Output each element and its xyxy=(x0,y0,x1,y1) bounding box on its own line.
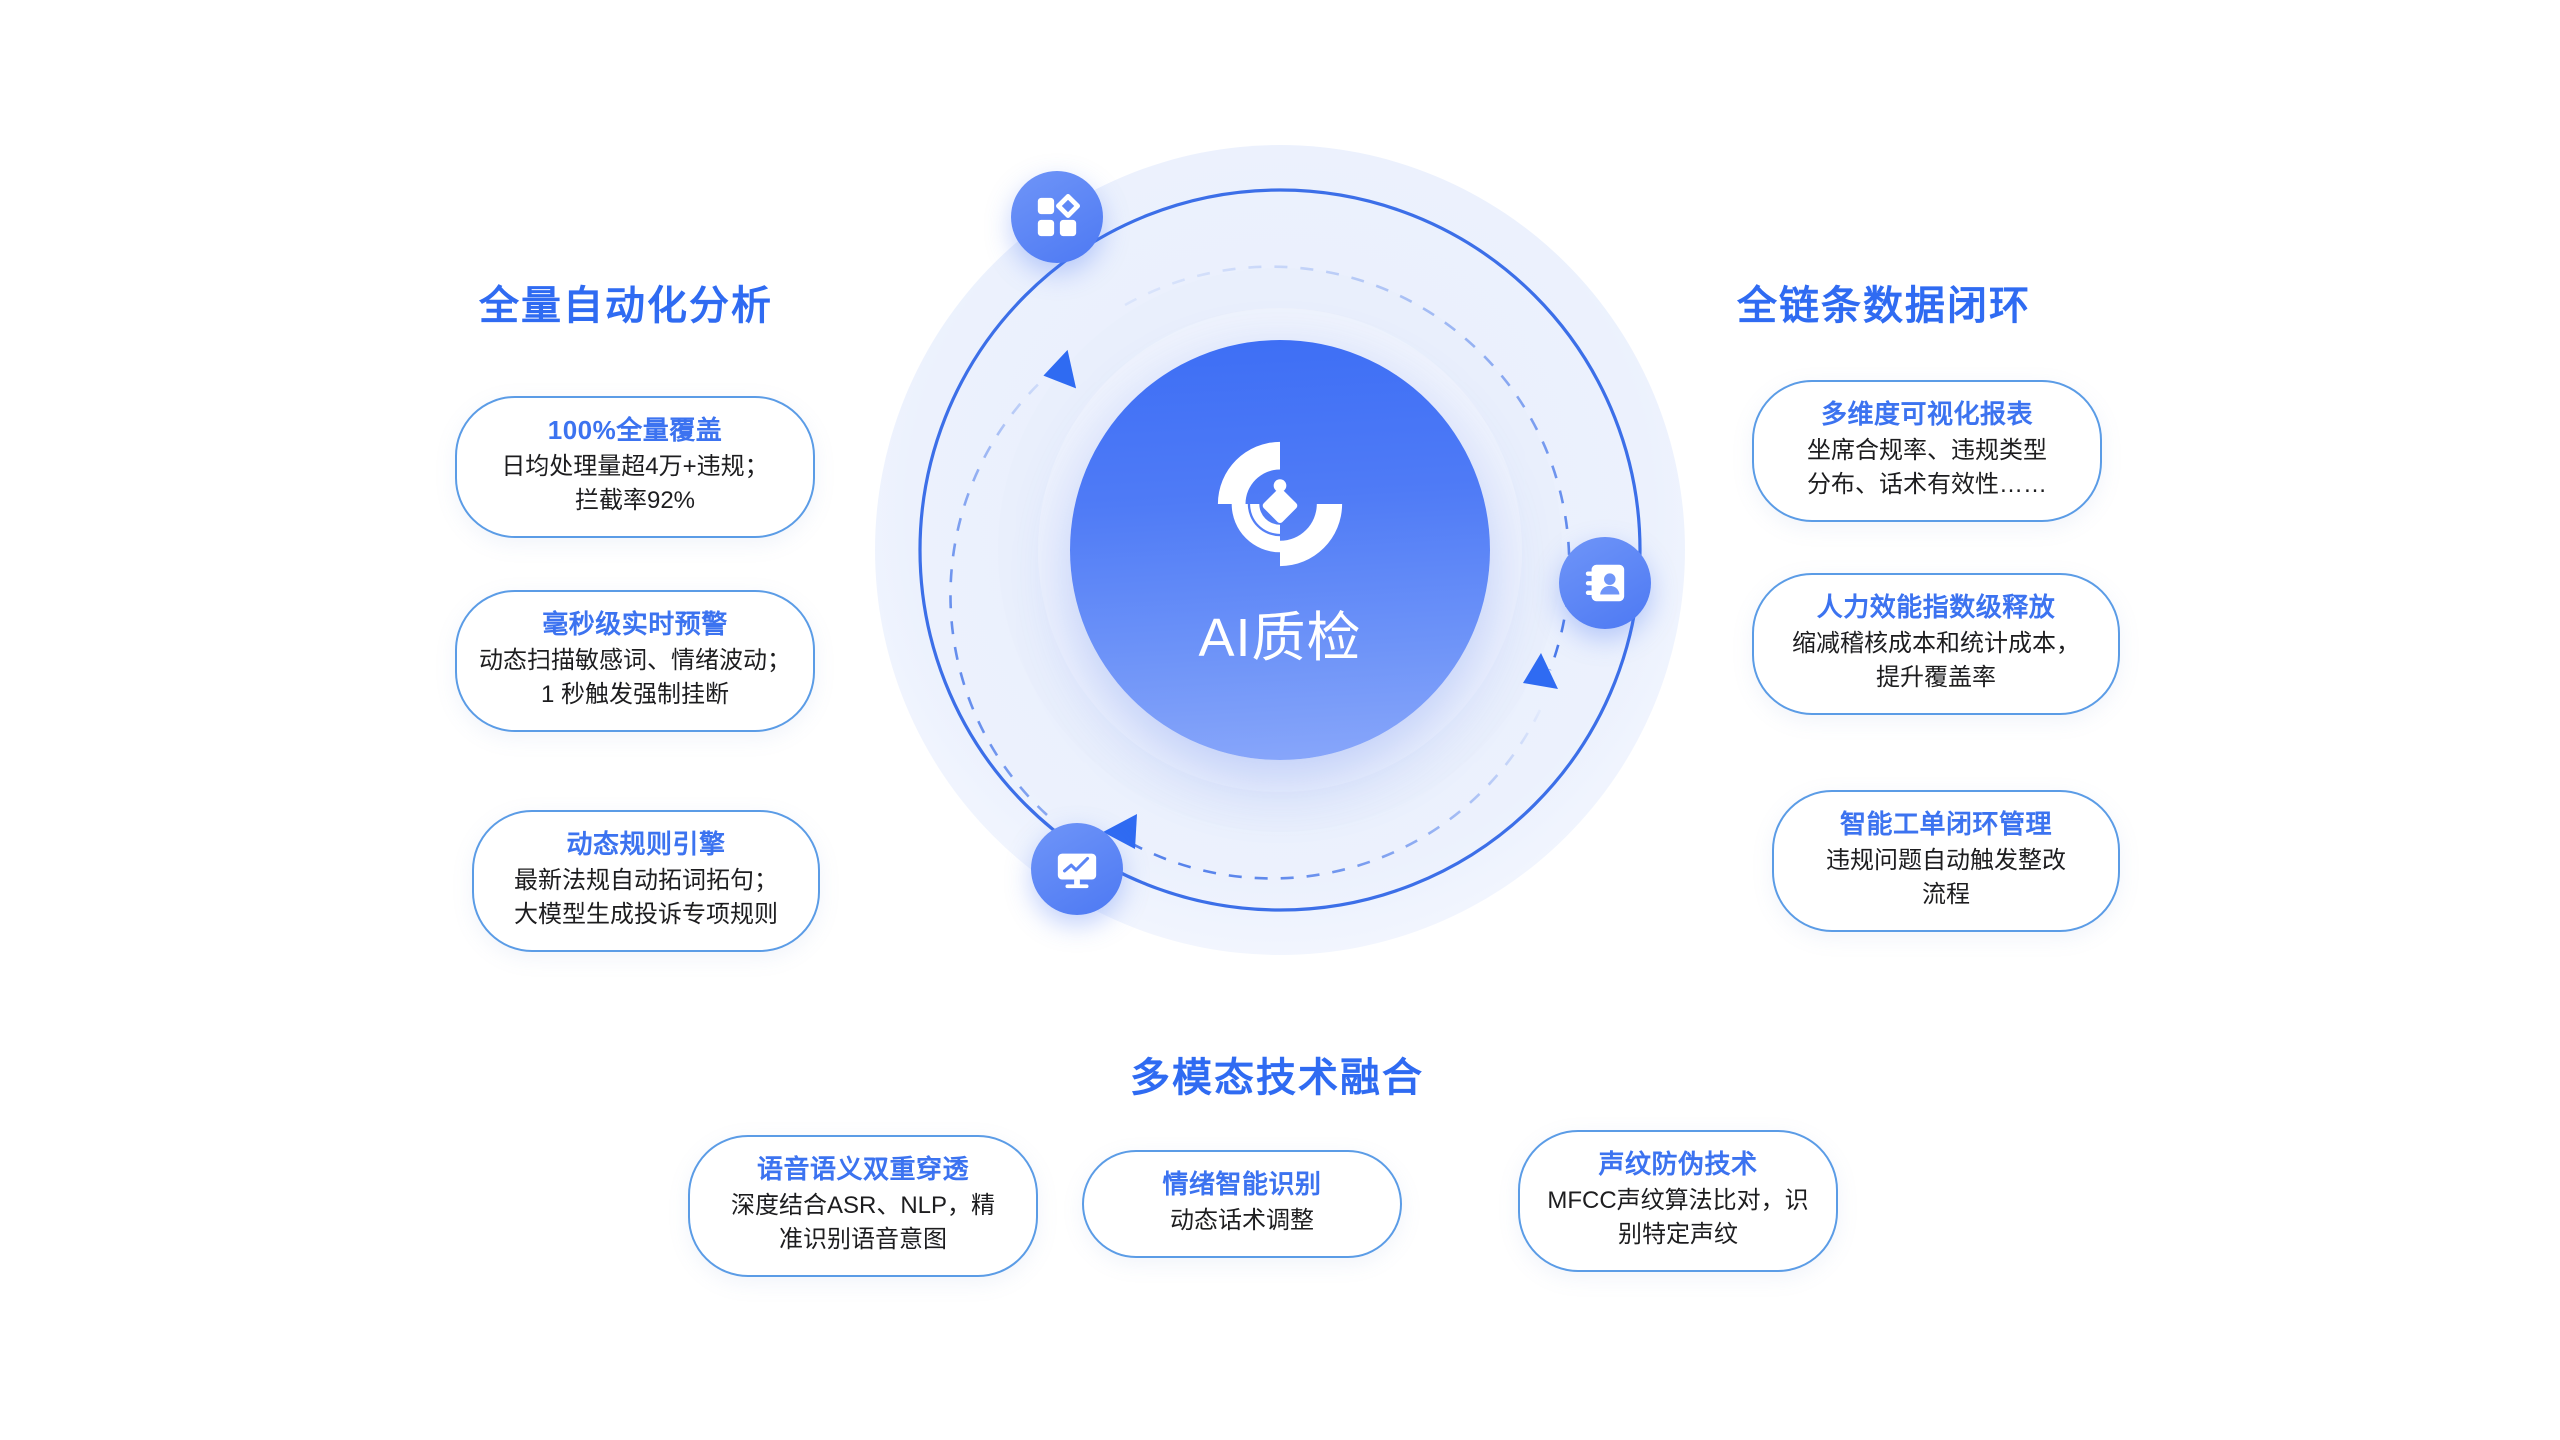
card-body: 违规问题自动触发整改流程 xyxy=(1826,847,2066,909)
card-title: 语音语义双重穿透 xyxy=(756,1154,969,1184)
section-heading-bottom: 多模态技术融合 xyxy=(1130,1056,1424,1100)
flow-arrow-right xyxy=(1523,653,1558,689)
monitor-chart-icon xyxy=(1057,853,1097,889)
card-title: 情绪智能识别 xyxy=(1162,1169,1322,1199)
contact-book-icon xyxy=(1585,564,1625,602)
feature-card[interactable]: 动态规则引擎 最新法规自动拓词拓句；大模型生成投诉专项规则 xyxy=(472,810,820,953)
orbit-node-top[interactable] xyxy=(1011,171,1103,263)
card-body: MFCC声纹算法比对，识别特定声纹 xyxy=(1547,1187,1809,1249)
card-title: 智能工单闭环管理 xyxy=(1839,809,2052,839)
flow-arc-bottom xyxy=(1119,709,1542,880)
flow-arrow-bottom xyxy=(1103,814,1137,849)
card-title: 人力效能指数级释放 xyxy=(1816,592,2056,622)
orbit-rings-and-arrows xyxy=(918,188,1642,912)
center-core[interactable]: AI质检 xyxy=(1070,340,1490,760)
orbit-ring xyxy=(918,188,1642,912)
orbit-node-bottom[interactable] xyxy=(1031,823,1123,915)
orbit-system: AI质检 xyxy=(865,135,1695,965)
feature-card[interactable]: 声纹防伪技术 MFCC声纹算法比对，识别特定声纹 xyxy=(1518,1130,1838,1273)
card-body: 动态话术调整 xyxy=(1170,1207,1314,1235)
feature-card[interactable]: 多维度可视化报表 坐席合规率、违规类型分布、话术有效性…… xyxy=(1752,380,2102,523)
card-body: 深度结合ASR、NLP，精准识别语音意图 xyxy=(730,1192,996,1254)
card-title: 100%全量覆盖 xyxy=(547,415,723,445)
flow-arrow-left xyxy=(1043,349,1077,389)
card-title: 声纹防伪技术 xyxy=(1598,1149,1758,1179)
card-body: 最新法规自动拓词拓句；大模型生成投诉专项规则 xyxy=(514,867,778,929)
card-title: 多维度可视化报表 xyxy=(1820,399,2033,429)
feature-card[interactable]: 智能工单闭环管理 违规问题自动触发整改流程 xyxy=(1772,790,2120,933)
card-title: 动态规则引擎 xyxy=(566,829,726,859)
grid-modules-icon xyxy=(1037,194,1080,237)
card-title: 毫秒级实时预警 xyxy=(542,609,728,639)
orbit-node-right[interactable] xyxy=(1559,537,1651,629)
flow-arc-right xyxy=(1124,265,1571,671)
card-body: 动态扫描敏感词、情绪波动；1 秒触发强制挂断 xyxy=(479,647,791,709)
feature-card[interactable]: 情绪智能识别 动态话术调整 xyxy=(1082,1150,1402,1259)
ai-quality-radar-icon xyxy=(1217,441,1343,567)
section-heading-right: 全链条数据闭环 xyxy=(1737,284,2031,328)
card-body: 坐席合规率、违规类型分布、话术有效性…… xyxy=(1807,437,2047,499)
feature-card[interactable]: 人力效能指数级释放 缩减稽核成本和统计成本，提升覆盖率 xyxy=(1752,573,2120,716)
card-body: 日均处理量超4万+违规；拦截率92% xyxy=(501,453,769,515)
center-label: AI质检 xyxy=(1198,608,1362,668)
feature-card[interactable]: 毫秒级实时预警 动态扫描敏感词、情绪波动；1 秒触发强制挂断 xyxy=(455,590,815,733)
flow-arc-left xyxy=(949,361,1063,816)
feature-card[interactable]: 语音语义双重穿透 深度结合ASR、NLP，精准识别语音意图 xyxy=(688,1135,1038,1278)
card-body: 缩减稽核成本和统计成本，提升覆盖率 xyxy=(1792,630,2080,692)
feature-card[interactable]: 100%全量覆盖 日均处理量超4万+违规；拦截率92% xyxy=(455,396,815,539)
section-heading-left: 全量自动化分析 xyxy=(479,284,773,328)
